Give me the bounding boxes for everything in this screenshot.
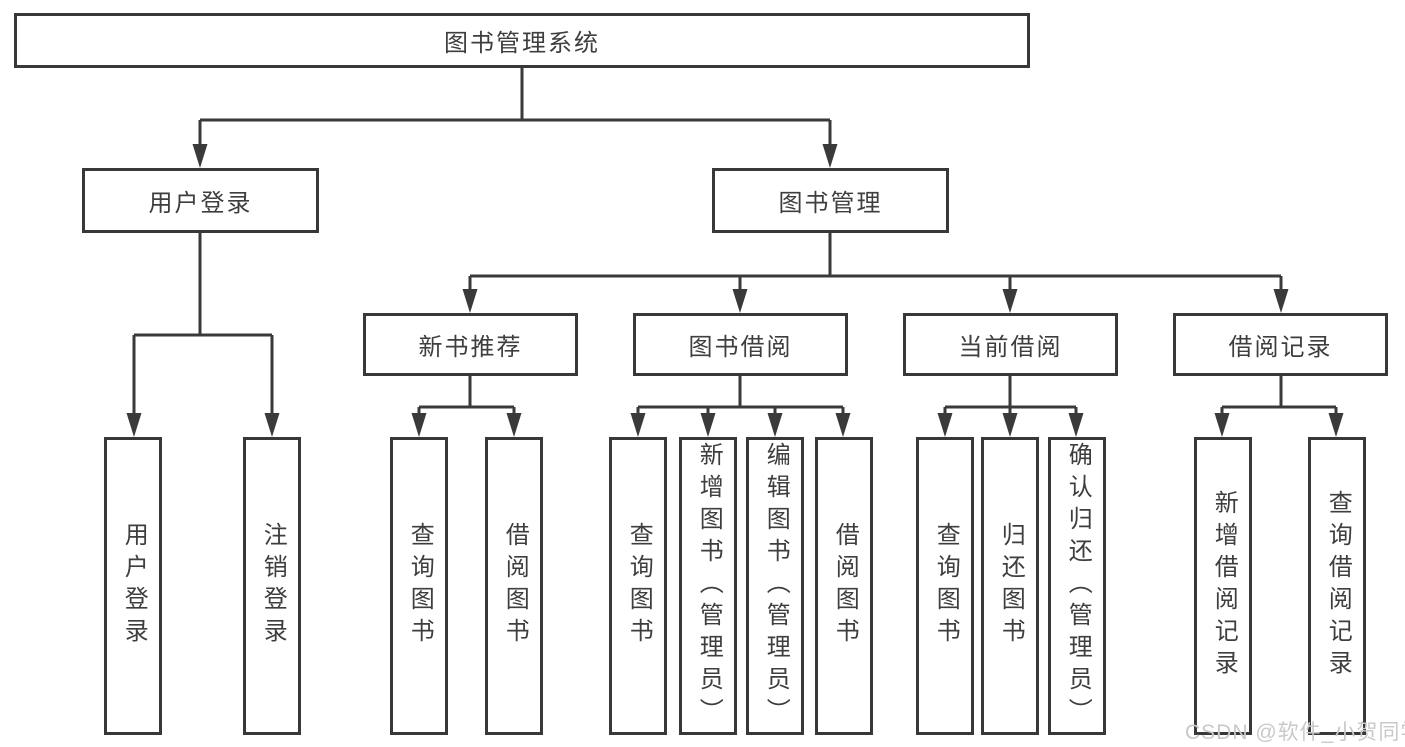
- csdn-watermark: CSDN @软件_小贺同学: [1185, 721, 1405, 744]
- leaf-recommend-borrow-books: 借阅图书: [485, 437, 543, 735]
- leaf-logout: 注销登录: [243, 437, 301, 735]
- leaf-records-add-record: 新增借阅记录: [1194, 437, 1252, 735]
- leaf-user-login: 用户登录: [104, 437, 162, 735]
- node-book-borrow: 图书借阅: [633, 313, 848, 376]
- trunk-book-borrow: [636, 376, 845, 415]
- leaf-borrow-query-books: 查询图书: [609, 437, 667, 735]
- leaf-recommend-query-books: 查询图书: [390, 437, 448, 735]
- trunk-borrow-records: [1220, 376, 1338, 415]
- arrowheads: [126, 144, 1344, 437]
- trunk-current-borrow: [943, 376, 1078, 415]
- node-new-book-recommend: 新书推荐: [363, 313, 578, 376]
- leaf-borrow-borrow-books: 借阅图书: [815, 437, 873, 735]
- node-book-management: 图书管理: [712, 168, 949, 233]
- node-user-login: 用户登录: [82, 168, 319, 233]
- trunk-user-login: [132, 233, 274, 415]
- node-current-borrow: 当前借阅: [903, 313, 1118, 376]
- leaf-borrow-edit-books-admin: 编辑图书（管理员）: [746, 437, 804, 735]
- node-system-root: 图书管理系统: [14, 13, 1030, 68]
- leaf-current-query-books: 查询图书: [916, 437, 974, 735]
- trunk-root: [198, 68, 832, 146]
- trunk-new-book-recommend: [417, 376, 516, 415]
- leaf-current-return-books: 归还图书: [981, 437, 1039, 735]
- leaf-records-query-record: 查询借阅记录: [1308, 437, 1366, 735]
- trunk-book-management: [468, 233, 1283, 291]
- leaf-borrow-add-books-admin: 新增图书（管理员）: [679, 437, 737, 735]
- leaf-current-confirm-return-admin: 确认归还（管理员）: [1048, 437, 1106, 735]
- node-borrow-records: 借阅记录: [1173, 313, 1388, 376]
